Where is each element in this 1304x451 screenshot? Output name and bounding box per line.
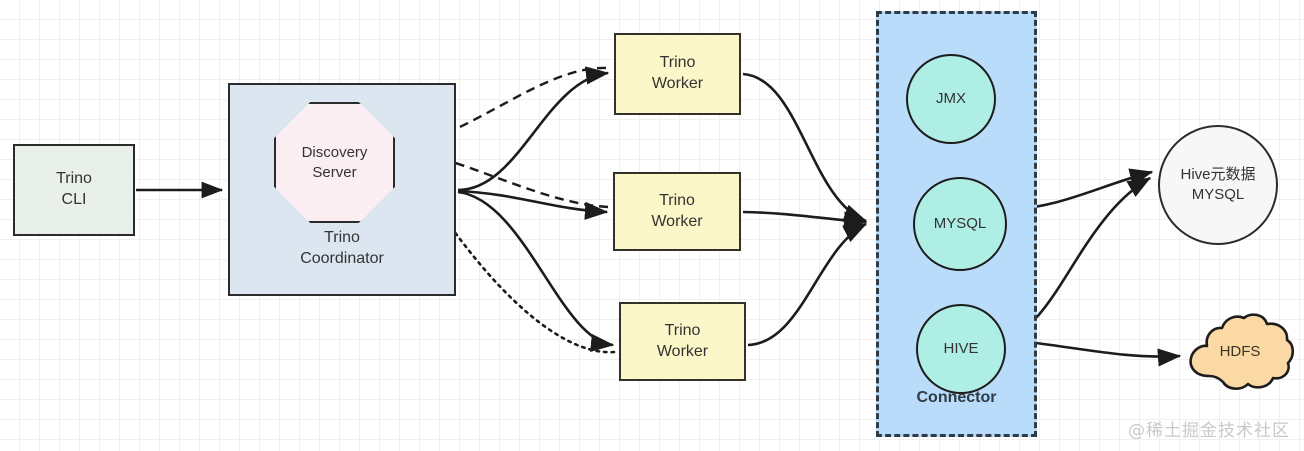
node-connector-hive-label: HIVE xyxy=(943,340,979,358)
node-connector-hive[interactable]: HIVE xyxy=(916,304,1006,394)
node-connector-mysql-label: MYSQL xyxy=(933,215,987,233)
edge-worker-1-to-connector xyxy=(742,72,868,223)
node-connector-jmx-label: JMX xyxy=(936,90,966,108)
node-trino-coordinator[interactable]: Discovery Server Trino Coordinator xyxy=(228,83,456,296)
node-discovery-server-label: Discovery Server xyxy=(301,144,368,181)
node-connector-jmx[interactable]: JMX xyxy=(906,54,996,144)
node-connector-mysql[interactable]: MYSQL xyxy=(913,177,1007,271)
node-hdfs-label: HDFS xyxy=(1219,343,1261,361)
node-trino-cli-label: Trino CLI xyxy=(56,170,92,208)
node-trino-worker-3[interactable]: Trino Worker xyxy=(619,302,746,381)
node-trino-cli[interactable]: Trino CLI xyxy=(13,144,135,236)
node-trino-worker-1[interactable]: Trino Worker xyxy=(614,33,741,115)
node-trino-coordinator-label: Trino Coordinator xyxy=(300,228,384,268)
edge-coordinator-to-worker-3 xyxy=(457,190,615,352)
cloud-icon xyxy=(1189,313,1295,390)
node-trino-worker-3-label: Trino Worker xyxy=(656,321,709,360)
node-hive-metastore[interactable]: Hive元数据 MYSQL xyxy=(1158,125,1278,245)
edge-worker-2-to-connector xyxy=(742,210,868,230)
node-trino-worker-2[interactable]: Trino Worker xyxy=(613,172,741,251)
edge-coordinator-to-worker-1 xyxy=(457,66,610,192)
node-connector-panel[interactable]: JMX MYSQL HIVE Connector xyxy=(876,11,1037,437)
node-trino-worker-2-label: Trino Worker xyxy=(651,191,703,230)
edge-worker-3-to-connector xyxy=(747,222,868,347)
node-hdfs[interactable]: HDFS xyxy=(1185,310,1295,394)
node-hive-metastore-label: Hive元数据 MYSQL xyxy=(1180,165,1256,203)
node-connector-panel-label: Connector xyxy=(916,389,997,407)
node-trino-worker-1-label: Trino Worker xyxy=(651,54,704,92)
edge-coordinator-to-worker-2 xyxy=(457,189,609,220)
watermark: @稀土掘金技术社区 xyxy=(1128,421,1290,441)
node-discovery-server[interactable]: Discovery Server xyxy=(274,102,395,223)
